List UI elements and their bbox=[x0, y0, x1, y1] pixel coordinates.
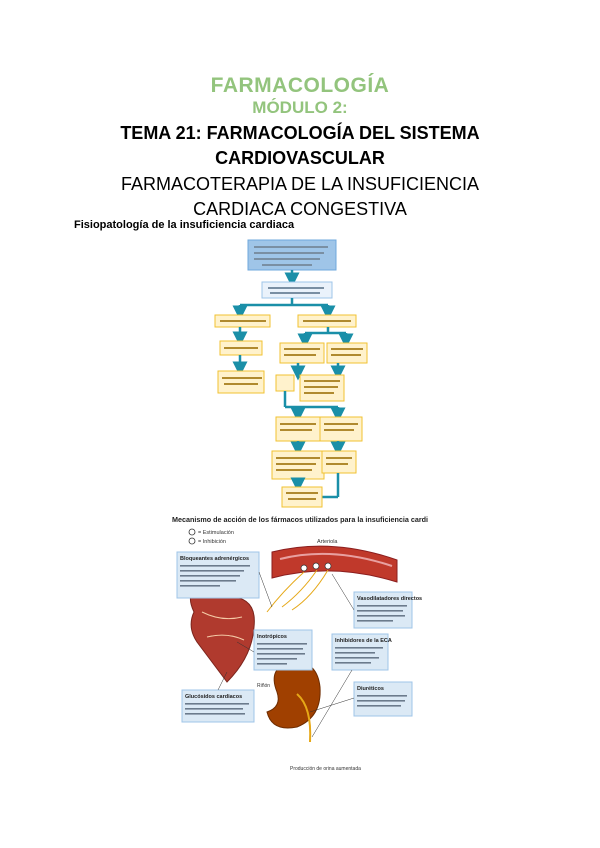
arteriole-label: Arteriola bbox=[317, 539, 338, 545]
legend-stimulation: = Estimulación bbox=[198, 530, 234, 536]
diuretics-heading: Diuréticos bbox=[357, 686, 384, 692]
topic-title: TEMA 21: FARMACOLOGÍA DEL SISTEMA CARDIO… bbox=[0, 121, 600, 171]
module-title: MÓDULO 2: bbox=[252, 98, 348, 117]
kidney-label: Riñón bbox=[257, 683, 270, 689]
glycosides-heading: Glucósidos cardiacos bbox=[185, 694, 242, 700]
topic-title-line2: CARDIOVASCULAR bbox=[215, 148, 385, 168]
flow-box-left-3 bbox=[217, 370, 265, 394]
urine-caption: Producción de orina aumentada bbox=[290, 766, 361, 772]
stimulation-symbol bbox=[188, 528, 196, 536]
diuretics-box bbox=[353, 681, 413, 717]
glycosides-box bbox=[181, 689, 255, 723]
subtitle-line1: FARMACOTERAPIA DE LA INSUFICIENCIA bbox=[120, 174, 480, 194]
subject-title: FARMACOLOGÍA bbox=[210, 74, 390, 97]
subtitle: FARMACOTERAPIA DE LA INSUFICIENCIA CARDI… bbox=[0, 172, 600, 222]
subtitle-line2: CARDIACA CONGESTIVA bbox=[193, 199, 407, 219]
topic-title-line1: TEMA 21: FARMACOLOGÍA DEL SISTEMA bbox=[120, 123, 480, 143]
mechanism-figure: Mecanismo de acción de los fármacos util… bbox=[172, 515, 428, 772]
nerve-fibers bbox=[266, 569, 329, 613]
flow-box-right-5b bbox=[321, 450, 357, 474]
legend-inhibition: = Inhibición bbox=[198, 539, 226, 545]
inhibition-symbol bbox=[188, 537, 196, 545]
flow-box-right-2a bbox=[279, 342, 325, 364]
ace-heading: Inhibidores de la ECA bbox=[335, 638, 392, 644]
inotropic-heading: Inotrópicos bbox=[257, 634, 287, 640]
vasodilators-heading: Vasodilatadores directos bbox=[357, 596, 422, 602]
flow-box-right-2b bbox=[326, 342, 368, 364]
pathophysiology-flowchart bbox=[214, 239, 368, 508]
section-heading: Fisiopatología de la insuficiencia cardi… bbox=[74, 219, 295, 231]
flow-box-small bbox=[275, 374, 295, 392]
artery-shape bbox=[271, 545, 398, 583]
flow-box-bottom bbox=[281, 486, 323, 508]
figure2-title: Mecanismo de acción de los fármacos util… bbox=[172, 515, 428, 524]
flow-box-output bbox=[261, 281, 333, 299]
kidney-shape bbox=[266, 661, 321, 729]
beta-blockers-heading: Bloqueantes adrenérgicos bbox=[180, 556, 249, 562]
